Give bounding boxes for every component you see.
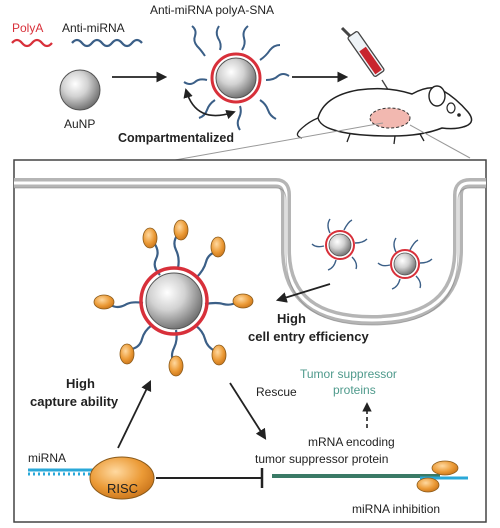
cell-panel xyxy=(13,159,487,523)
cell-entry-line2: cell entry efficiency xyxy=(248,329,369,344)
top-sna xyxy=(183,25,290,131)
risc-complex xyxy=(89,456,155,500)
compartmentalized-label: Compartmentalized xyxy=(118,131,234,145)
zoom-line-left xyxy=(174,122,384,161)
tumor-suppressor-line2: proteins xyxy=(333,383,376,397)
tumor-suppressor-line1: Tumor suppressor xyxy=(300,367,397,381)
arrow-rescue xyxy=(229,382,267,440)
mrna-line1: mRNA encoding xyxy=(308,435,395,449)
antimirna-strand xyxy=(71,38,143,48)
compartment-arrow xyxy=(183,88,236,120)
mirna-inhibition-label: miRNA inhibition xyxy=(352,502,440,516)
rescue-label: Rescue xyxy=(256,385,297,399)
cell-entry-line1: High xyxy=(277,311,306,326)
antimirna-label: Anti-miRNA xyxy=(62,21,125,35)
polya-strand xyxy=(11,38,53,48)
mouse-icon xyxy=(296,85,473,145)
ribosome-bottom xyxy=(416,477,440,493)
risc-label: RISC xyxy=(107,481,138,496)
capture-line2: capture ability xyxy=(30,394,119,409)
endosome-sna-2 xyxy=(377,237,433,290)
mrna-line2: tumor suppressor protein xyxy=(255,452,388,466)
sna-title: Anti-miRNA polyA-SNA xyxy=(150,3,274,17)
capture-line1: High xyxy=(66,376,95,391)
tumor-site xyxy=(369,107,411,129)
aunp-label: AuNP xyxy=(64,117,95,131)
big-sna xyxy=(93,219,254,377)
polya-label: PolyA xyxy=(12,21,43,35)
syringe-icon xyxy=(340,26,393,97)
mirna-label: miRNA xyxy=(28,451,66,465)
aunp-particle xyxy=(59,69,101,111)
arrow-capture xyxy=(117,380,152,449)
zoom-line-right xyxy=(409,124,471,159)
endosome-sna-1 xyxy=(311,218,368,271)
ribosome-top xyxy=(431,460,459,476)
arrow-entry xyxy=(275,283,331,303)
